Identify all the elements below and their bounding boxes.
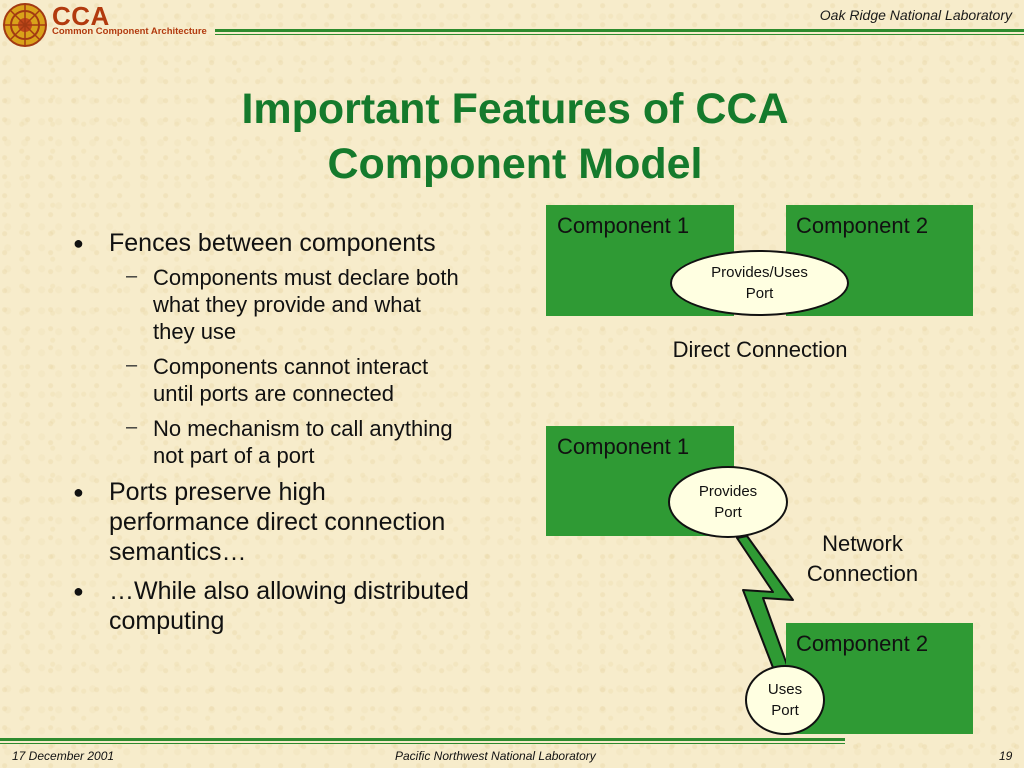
logo-title: CCA — [52, 1, 110, 31]
logo-subtitle: Common Component Architecture — [52, 26, 207, 37]
bullet-dot-icon: ● — [73, 581, 84, 601]
slide-title: Important Features of CCA Component Mode… — [150, 82, 880, 192]
bullet-dot-icon: ● — [73, 233, 84, 253]
network-component-1-label: Component 1 — [557, 434, 690, 459]
header-divider — [215, 29, 1024, 32]
direct-connection-caption: Direct Connection — [672, 337, 848, 362]
provides-port: Provides Port — [668, 466, 788, 538]
dash-icon: – — [126, 354, 138, 376]
footer-lab: Pacific Northwest National Laboratory — [395, 749, 596, 763]
footer-divider — [0, 738, 845, 741]
provides-uses-port: Provides/Uses Port — [670, 250, 849, 316]
bullet-fences: ● Fences between components — [73, 229, 436, 257]
footer-date: 17 December 2001 — [12, 749, 115, 763]
page-number: 19 — [999, 749, 1013, 763]
cca-logo-icon — [3, 3, 47, 47]
network-component-2-label: Component 2 — [796, 631, 929, 656]
title-line-1: Important Features of CCA — [241, 85, 789, 133]
title-line-2: Component Model — [327, 140, 703, 188]
sub-bullet-mechanism: – No mechanism to call anything not part… — [126, 416, 453, 468]
organization-name: Oak Ridge National Laboratory — [819, 7, 1012, 23]
bullet-dot-icon: ● — [73, 482, 84, 502]
dash-icon: – — [126, 265, 138, 287]
sub-bullet-interact: – Components cannot interact until ports… — [126, 354, 429, 406]
direct-component-2-label: Component 2 — [796, 213, 929, 238]
bullet-distributed: ● …While also allowing distributed compu… — [73, 577, 469, 635]
dash-icon: – — [126, 416, 138, 438]
bullet-ports: ● Ports preserve high performance direct… — [73, 478, 446, 566]
network-connection-caption: Network Connection — [806, 531, 919, 586]
footer-divider-thin — [0, 743, 845, 744]
sub-bullet-declare: – Components must declare both what they… — [126, 265, 459, 344]
uses-port: Uses Port — [745, 665, 825, 735]
header-divider-thin — [215, 34, 1024, 35]
direct-component-1-label: Component 1 — [557, 213, 690, 238]
